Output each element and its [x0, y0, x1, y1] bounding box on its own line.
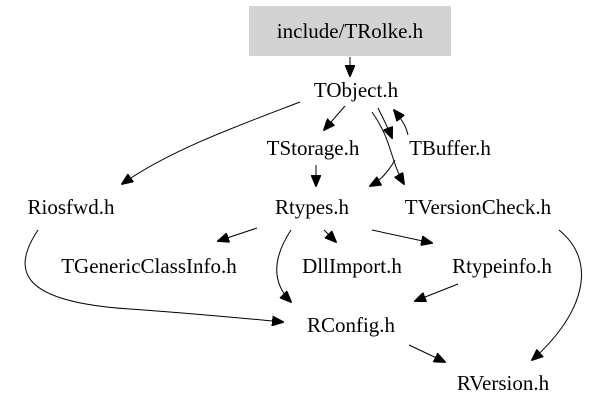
- node-rtypes[interactable]: Rtypes.h: [275, 195, 350, 219]
- node-rversion[interactable]: RVersion.h: [457, 371, 550, 395]
- node-rtypeinfo[interactable]: Rtypeinfo.h: [452, 254, 552, 278]
- edge-tversioncheck-rversion: [532, 229, 582, 360]
- edge-tbuffer-rtypes: [370, 159, 396, 186]
- node-tversioncheck[interactable]: TVersionCheck.h: [405, 195, 552, 219]
- edge-riosfwd-rconfig: [24, 229, 283, 322]
- node-tgenericclassinfo[interactable]: TGenericClassInfo.h: [61, 254, 237, 278]
- node-trolke[interactable]: include/TRolke.h: [249, 6, 451, 56]
- edge-tobject-tversioncheck: [371, 111, 404, 184]
- edge-tobject-tbuffer: [377, 107, 392, 138]
- edge-rtypeinfo-rconfig: [415, 283, 459, 301]
- edge-rtypes-dllimport: [323, 229, 336, 242]
- edge-rtypes-tgenericclassinfo: [218, 227, 258, 241]
- edge-rtypes-rconfig: [276, 229, 291, 302]
- node-tbuffer[interactable]: TBuffer.h: [409, 136, 491, 160]
- edges: [24, 57, 582, 362]
- node-rconfig[interactable]: RConfig.h: [307, 313, 396, 337]
- node-tobject[interactable]: TObject.h: [314, 78, 399, 102]
- edge-rtypes-rtypeinfo: [371, 229, 432, 243]
- node-trolke-highlight: [249, 6, 451, 56]
- edge-tbuffer-tobject: [394, 110, 409, 136]
- node-trolke-label: include/TRolke.h: [277, 19, 424, 43]
- node-dllimport[interactable]: DllImport.h: [302, 254, 402, 278]
- edge-rconfig-rversion: [408, 344, 445, 362]
- edge-tobject-tstorage: [324, 105, 346, 130]
- node-tstorage[interactable]: TStorage.h: [267, 136, 360, 160]
- node-riosfwd[interactable]: Riosfwd.h: [28, 195, 115, 219]
- edge-tobject-riosfwd: [122, 101, 301, 184]
